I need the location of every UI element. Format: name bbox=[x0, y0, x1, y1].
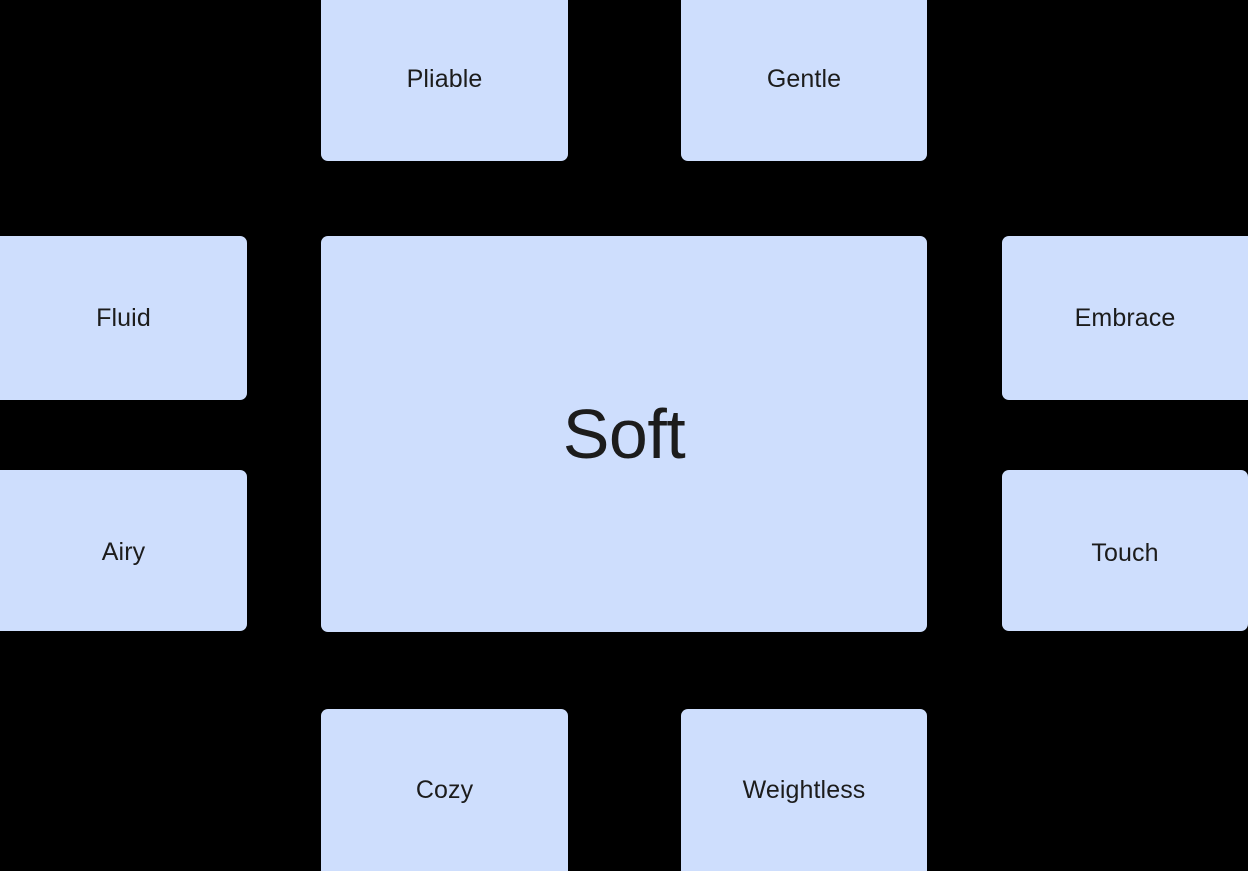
concept-node-label: Touch bbox=[1091, 539, 1159, 567]
concept-node-pliable[interactable]: Pliable bbox=[321, 0, 568, 161]
concept-node-embrace[interactable]: Embrace bbox=[1002, 236, 1248, 400]
concept-node-gentle[interactable]: Gentle bbox=[681, 0, 927, 161]
concept-node-center-soft[interactable]: Soft bbox=[321, 236, 927, 632]
concept-node-label: Airy bbox=[101, 538, 146, 566]
concept-node-weightless[interactable]: Weightless bbox=[681, 709, 927, 871]
concept-node-label: Gentle bbox=[766, 65, 842, 93]
concept-node-label: Fluid bbox=[96, 303, 151, 332]
concept-node-label: Embrace bbox=[1074, 303, 1176, 332]
concept-node-label: Weightless bbox=[742, 775, 866, 804]
concept-node-center-label: Soft bbox=[562, 395, 686, 473]
concept-node-label: Cozy bbox=[415, 775, 474, 804]
concept-node-cozy[interactable]: Cozy bbox=[321, 709, 568, 871]
concept-node-fluid[interactable]: Fluid bbox=[0, 236, 247, 400]
concept-node-touch[interactable]: Touch bbox=[1002, 470, 1248, 631]
concept-node-airy[interactable]: Airy bbox=[0, 470, 247, 631]
concept-node-label: Pliable bbox=[406, 65, 483, 93]
